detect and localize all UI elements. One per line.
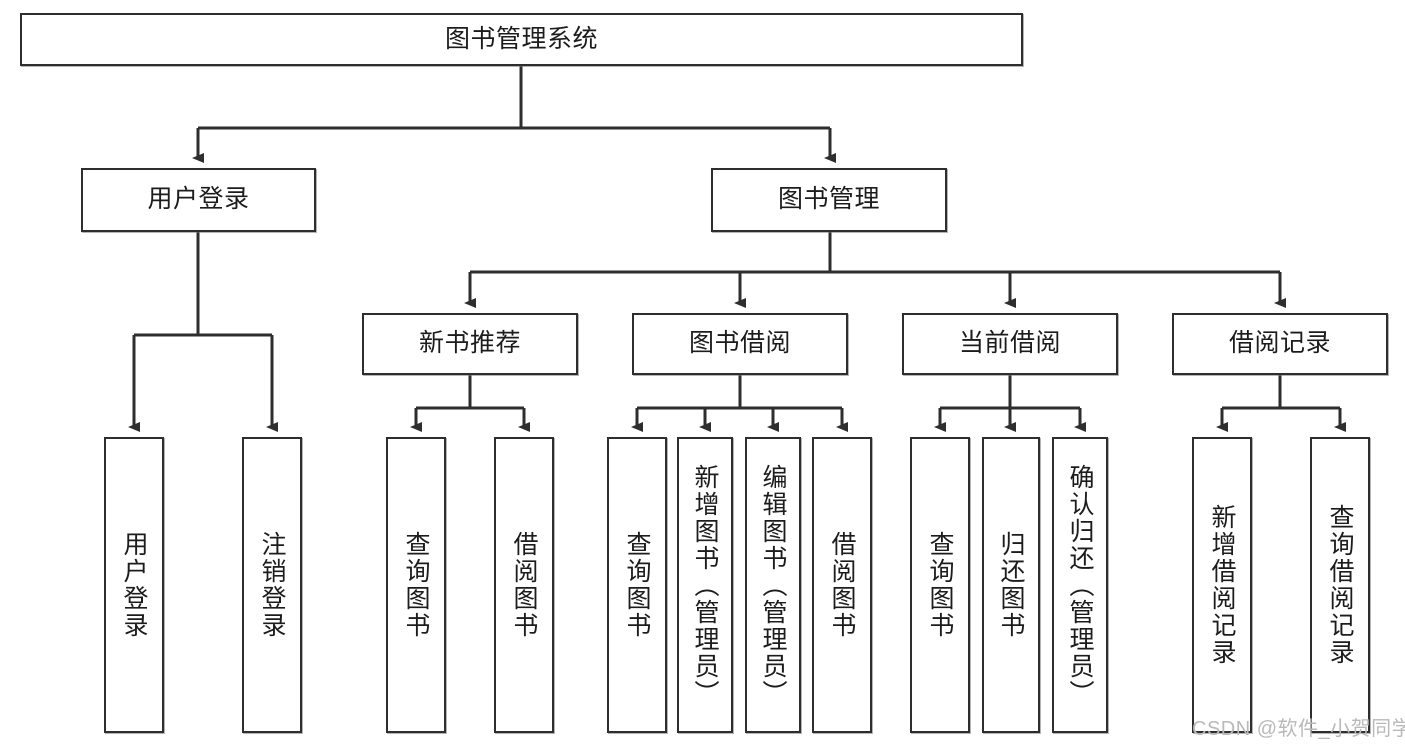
node-leaf-confirm-return-label: 确认归还（管理员） bbox=[1066, 463, 1094, 707]
node-leaf-query-book-2-label: 查询图书 bbox=[623, 531, 651, 639]
node-leaf-return-book[interactable]: 归还图书 bbox=[982, 437, 1040, 733]
node-book-borrow[interactable]: 图书借阅 bbox=[632, 313, 848, 375]
node-leaf-add-record[interactable]: 新增借阅记录 bbox=[1192, 437, 1252, 733]
node-new-book-recommend-label: 新书推荐 bbox=[418, 329, 521, 358]
node-leaf-user-login[interactable]: 用户登录 bbox=[104, 437, 164, 733]
node-leaf-query-record[interactable]: 查询借阅记录 bbox=[1310, 437, 1370, 733]
node-leaf-add-record-label: 新增借阅记录 bbox=[1208, 504, 1236, 666]
node-leaf-query-book-3[interactable]: 查询图书 bbox=[910, 437, 970, 733]
node-leaf-query-book-3-label: 查询图书 bbox=[926, 531, 954, 639]
node-borrow-record[interactable]: 借阅记录 bbox=[1172, 313, 1388, 375]
node-leaf-query-record-label: 查询借阅记录 bbox=[1326, 504, 1354, 666]
node-user-login-label: 用户登录 bbox=[147, 185, 250, 214]
node-leaf-borrow-book-1-label: 借阅图书 bbox=[510, 531, 538, 639]
node-book-borrow-label: 图书借阅 bbox=[688, 329, 791, 358]
node-leaf-query-book-1-label: 查询图书 bbox=[402, 531, 430, 639]
node-book-manage[interactable]: 图书管理 bbox=[711, 168, 947, 232]
node-leaf-logout-login-label: 注销登录 bbox=[258, 531, 286, 639]
node-leaf-edit-book[interactable]: 编辑图书（管理员） bbox=[745, 437, 801, 733]
node-leaf-logout-login[interactable]: 注销登录 bbox=[242, 437, 302, 733]
node-leaf-borrow-book-1[interactable]: 借阅图书 bbox=[494, 437, 554, 733]
node-user-login[interactable]: 用户登录 bbox=[81, 168, 316, 232]
node-leaf-user-login-label: 用户登录 bbox=[120, 531, 148, 639]
node-leaf-add-book[interactable]: 新增图书（管理员） bbox=[677, 437, 733, 733]
node-borrow-record-label: 借阅记录 bbox=[1228, 329, 1331, 358]
node-leaf-query-book-2[interactable]: 查询图书 bbox=[607, 437, 667, 733]
node-leaf-return-book-label: 归还图书 bbox=[997, 531, 1025, 639]
node-leaf-add-book-label: 新增图书（管理员） bbox=[691, 463, 719, 707]
node-current-borrow-label: 当前借阅 bbox=[958, 329, 1061, 358]
node-leaf-borrow-book-2[interactable]: 借阅图书 bbox=[812, 437, 872, 733]
node-leaf-query-book-1[interactable]: 查询图书 bbox=[386, 437, 446, 733]
node-leaf-confirm-return[interactable]: 确认归还（管理员） bbox=[1052, 437, 1108, 733]
node-leaf-borrow-book-2-label: 借阅图书 bbox=[828, 531, 856, 639]
node-book-manage-label: 图书管理 bbox=[777, 185, 880, 214]
node-root[interactable]: 图书管理系统 bbox=[20, 13, 1023, 66]
csdn-watermark: CSDN @软件_小贺同学 bbox=[1192, 718, 1405, 740]
node-new-book-recommend[interactable]: 新书推荐 bbox=[362, 313, 578, 375]
node-leaf-edit-book-label: 编辑图书（管理员） bbox=[759, 463, 787, 707]
node-current-borrow[interactable]: 当前借阅 bbox=[902, 313, 1118, 375]
node-root-label: 图书管理系统 bbox=[444, 24, 598, 53]
